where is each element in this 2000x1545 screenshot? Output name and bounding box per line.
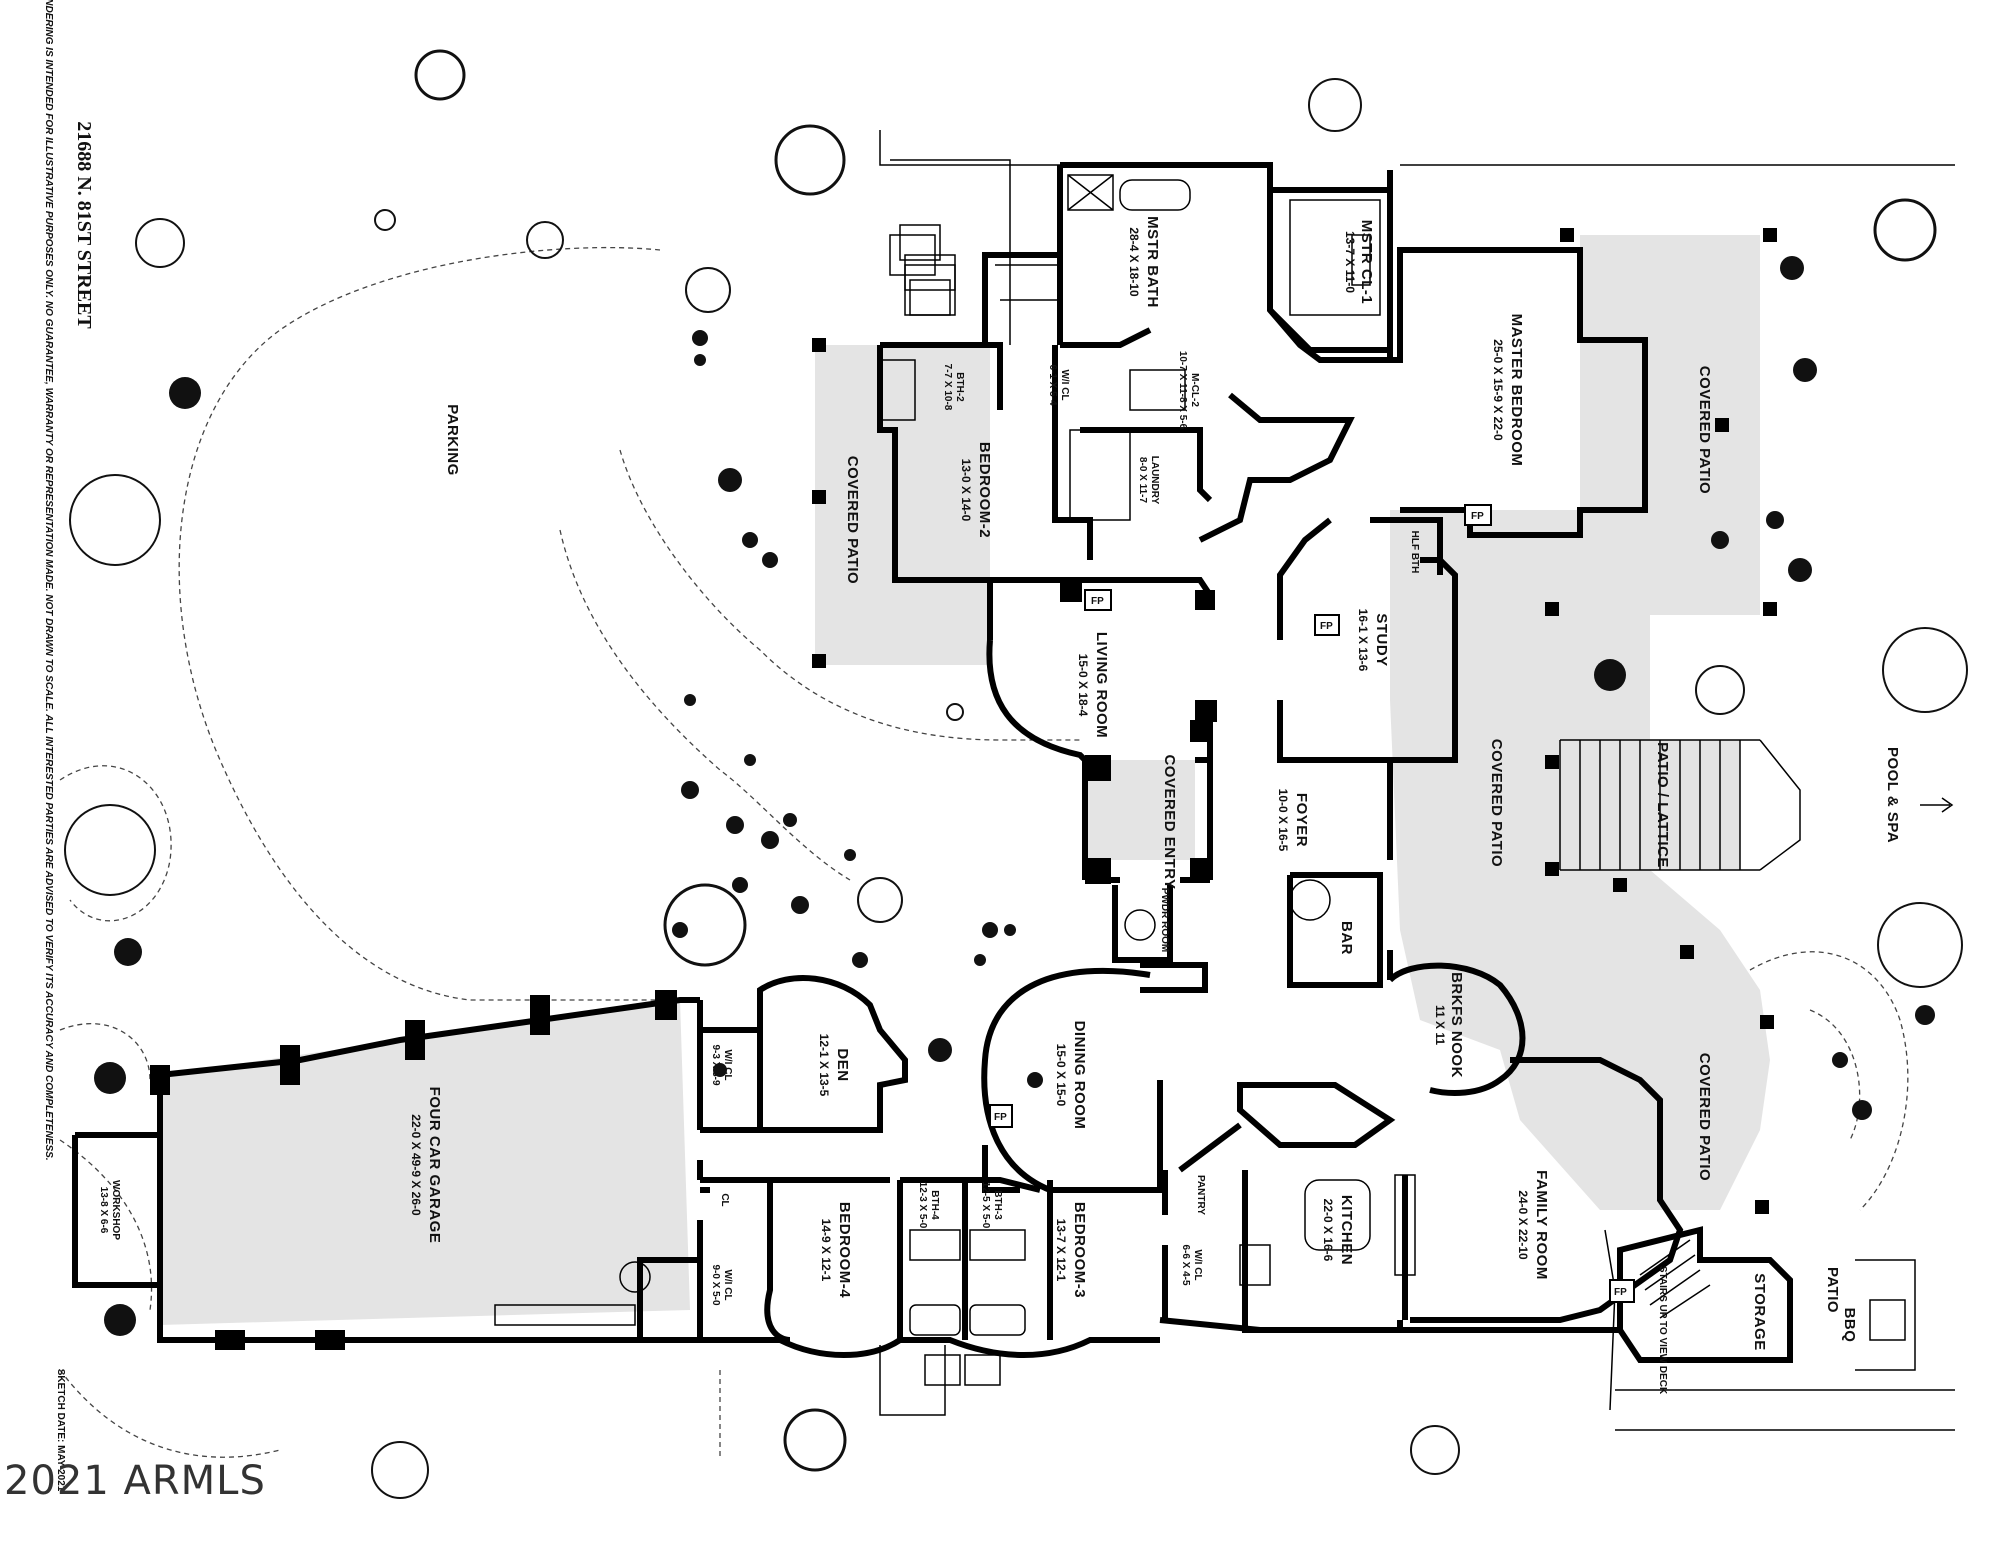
room-name: WORKSHOP <box>110 1180 121 1240</box>
room-dims: 13-8 X 6-6 <box>98 1187 109 1234</box>
room-dims: 13-0 X 14-0 <box>959 459 973 522</box>
room-name: STORAGE <box>1751 1273 1768 1350</box>
disclaimer-text: FLOORPLAN RENDERING IS INTENDED FOR ILLU… <box>43 0 54 1161</box>
room-dims: 13-7 X 11-0 <box>1343 231 1357 293</box>
room-dims: 12-5 X 5-0 <box>980 1182 991 1229</box>
room-name: PWDR ROOM <box>1159 888 1170 952</box>
room-dims: 22-0 X 16-6 <box>1321 1199 1335 1262</box>
room-name: BTH-2 <box>954 372 965 402</box>
room-dims: 7-7 X 10-8 <box>942 364 953 411</box>
room-dims: 15-0 X 18-4 <box>1076 654 1090 717</box>
room-name: FAMILY ROOM <box>1533 1170 1550 1280</box>
column-piers <box>150 228 1777 1350</box>
room-dims: 13-7 X 12-1 <box>1054 1219 1068 1282</box>
watermark: 2021 ARMLS <box>4 1458 266 1504</box>
room-name: BEDROOM-3 <box>1071 1202 1088 1298</box>
room-dims: 15-0 X 15-0 <box>1054 1044 1068 1107</box>
room-dims: 25-0 X 15-9 X 22-0 <box>1491 339 1505 441</box>
fp-label: FP <box>1320 621 1333 632</box>
room-dims: 14-9 X 12-1 <box>819 1219 833 1282</box>
patio-lattice-label: PATIO / LATTICE <box>1654 742 1671 868</box>
room-name: BEDROOM-4 <box>836 1202 853 1298</box>
room-dims: 6-1 X 5-4 <box>1047 364 1058 406</box>
room-dims: 24-0 X 22-10 <box>1516 1190 1530 1260</box>
room-labels: MSTR BATH 28-4 X 18-10 MSTR CL-1 13-7 X … <box>98 216 1768 1351</box>
room-name: COVERED PATIO <box>1488 739 1505 867</box>
room-dims: 6-6 X 4-5 <box>1180 1244 1191 1286</box>
room-dims: 22-0 X 49-9 X 26-0 <box>409 1114 423 1216</box>
parking-label: PARKING <box>444 404 461 476</box>
room-dims: 12-1 X 13-5 <box>817 1034 831 1097</box>
room-name: COVERED PATIO <box>1696 366 1713 494</box>
fp-label: FP <box>994 1112 1007 1123</box>
room-name: CL <box>719 1193 730 1206</box>
room-dims: 10-7 X 11-8 X 5-6 <box>1177 351 1188 430</box>
address-label: 21688 N. 81ST STREET <box>73 121 95 329</box>
room-name: LAUNDRY <box>1149 456 1160 505</box>
room-name: HLF BTH <box>1409 531 1420 574</box>
room-name: PANTRY <box>1195 1175 1206 1215</box>
room-name: STUDY <box>1373 613 1390 666</box>
room-name: DEN <box>834 1048 851 1081</box>
room-dims: 8-0 X 11-7 <box>1137 457 1148 504</box>
stairs-label: STAIRS UP TO VIEW DECK <box>1657 1266 1668 1395</box>
room-name: COVERED PATIO <box>844 456 861 584</box>
room-name: BRKFS NOOK <box>1448 972 1465 1078</box>
room-name: BAR <box>1338 921 1355 955</box>
room-name: W/I CL <box>722 1269 733 1300</box>
room-name: MASTER BEDROOM <box>1508 314 1525 467</box>
patio-label: PATIO <box>1824 1267 1841 1313</box>
bbq-label: BBQ <box>1841 1308 1858 1343</box>
room-dims: 10-0 X 16-5 <box>1276 789 1290 852</box>
room-name: MSTR CL-1 <box>1358 220 1375 305</box>
room-name: BEDROOM-2 <box>976 442 993 538</box>
room-name: M-CL-2 <box>1189 373 1200 407</box>
pool-spa-label: POOL & SPA <box>1884 747 1901 843</box>
sketch-date: SKETCH DATE: MAY 2021 <box>55 1369 66 1492</box>
site-labels: PARKING POOL & SPA PATIO BBQ PATIO / LAT… <box>43 0 1901 1492</box>
room-name: FOUR CAR GARAGE <box>426 1087 443 1244</box>
room-name: LIVING ROOM <box>1093 632 1110 738</box>
room-dims: 28-4 X 18-10 <box>1127 227 1141 297</box>
site-outlines <box>59 130 1955 1460</box>
room-name: W/I CL <box>1059 369 1070 400</box>
fp-label: FP <box>1614 1287 1627 1298</box>
room-dims: 9-3 X 3-9 <box>710 1044 721 1086</box>
fixtures <box>494 174 1416 1336</box>
room-name: W/I CL <box>1192 1249 1203 1280</box>
patio-lattice <box>879 224 1954 1416</box>
fp-label: FP <box>1091 596 1104 607</box>
room-name: DINING ROOM <box>1071 1021 1088 1130</box>
room-dims: 12-3 X 5-0 <box>917 1182 928 1229</box>
room-name: BTH-4 <box>929 1190 940 1220</box>
room-name: COVERED PATIO <box>1696 1053 1713 1181</box>
room-name: FOYER <box>1293 793 1310 847</box>
room-name: COVERED ENTRY <box>1161 754 1178 889</box>
room-dims: 9-0 X 5-0 <box>710 1264 721 1306</box>
room-name: MSTR BATH <box>1144 216 1161 308</box>
fireplaces: FP FP FP FP FP <box>989 504 1635 1303</box>
room-dims: 16-1 X 13-6 <box>1356 609 1370 672</box>
landscaping <box>64 49 1968 1499</box>
room-name: W/I CL <box>722 1049 733 1080</box>
fp-label: FP <box>1471 511 1484 522</box>
room-name: BTH-3 <box>992 1190 1003 1220</box>
room-dims: 11 X 11 <box>1433 1005 1447 1045</box>
room-name: KITCHEN <box>1338 1195 1355 1265</box>
